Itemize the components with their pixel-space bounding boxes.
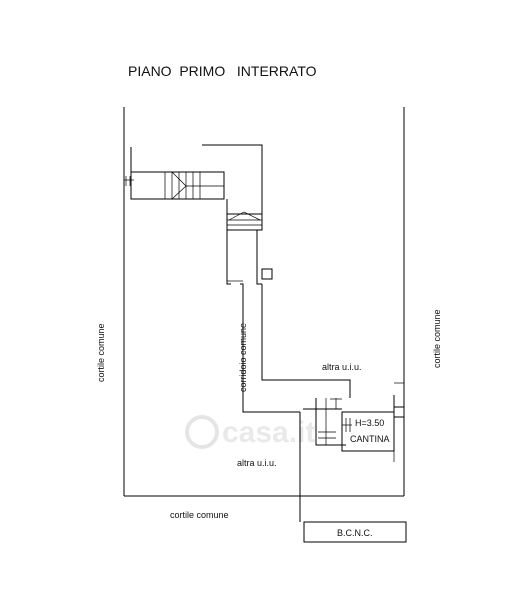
staircase-corridor	[226, 211, 263, 231]
watermark-text: casa.it	[222, 416, 315, 449]
bcnc-box	[303, 521, 407, 543]
label-cortile-comune-bottom: cortile comune	[170, 510, 229, 520]
outer-boundary	[123, 107, 405, 497]
label-cortile-comune-right: cortile comune	[432, 309, 442, 368]
upper-walls	[202, 144, 263, 214]
watermark-logo-icon	[185, 415, 219, 449]
label-altra-uiu-top: altra u.i.u.	[322, 362, 362, 372]
label-bcnc: B.C.N.C.	[337, 528, 373, 538]
label-altra-uiu-bottom: altra u.i.u.	[237, 458, 277, 468]
corridor	[226, 230, 351, 413]
staircase-left	[124, 147, 225, 200]
label-corridoio-comune: corridoio comune	[238, 323, 248, 392]
page-title: PIANO PRIMO INTERRATO	[128, 63, 317, 79]
label-cantina: CANTINA	[350, 434, 390, 444]
label-height: H=3.50	[355, 418, 384, 428]
watermark: casa.it	[185, 415, 315, 449]
label-cortile-comune-left: cortile comune	[96, 323, 106, 382]
cantina-room	[299, 382, 405, 522]
